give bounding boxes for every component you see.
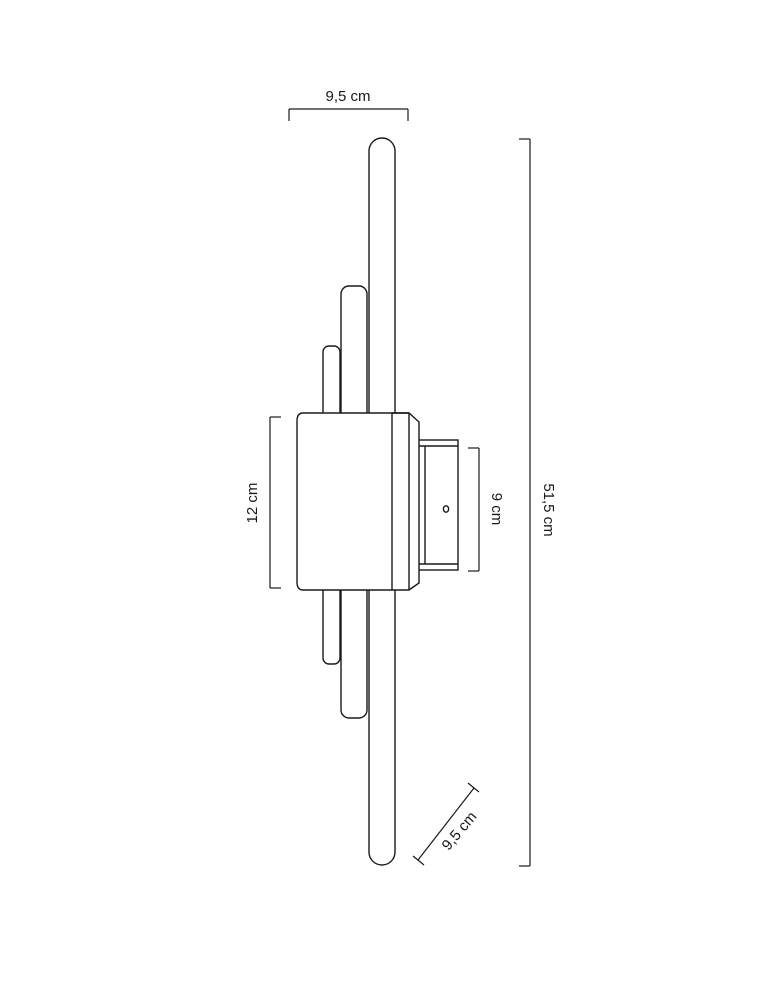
mount-plate	[417, 439, 459, 571]
box-height-label: 12 cm	[244, 483, 261, 524]
top-width-label: 9,5 cm	[325, 88, 370, 105]
dimension-mount-height: 9 cm	[468, 447, 505, 572]
dimension-box-height: 12 cm	[244, 416, 281, 589]
dimension-total-height: 51,5 cm	[519, 138, 557, 867]
wall-mount	[417, 439, 459, 571]
mount-screw-icon	[442, 505, 450, 513]
housing-box	[296, 412, 420, 591]
depth-label: 9,5 cm	[439, 808, 481, 853]
box-outline	[296, 412, 420, 591]
total-height-label: 51,5 cm	[540, 483, 557, 536]
mount-height-label: 9 cm	[488, 493, 505, 526]
dimension-depth: 9,5 cm	[412, 782, 481, 866]
dimension-top-width: 9,5 cm	[288, 88, 409, 121]
